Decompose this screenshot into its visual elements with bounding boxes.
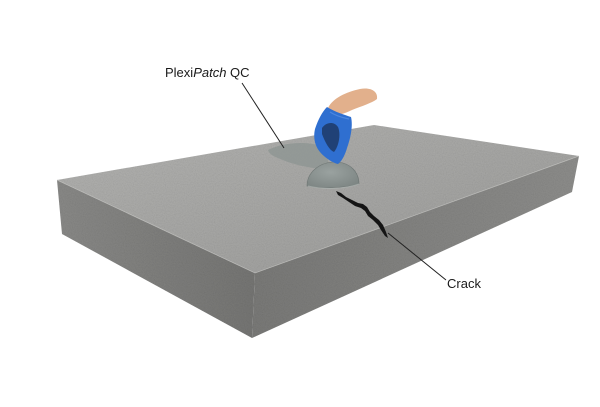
crack-leader-line (387, 232, 447, 281)
slab-top-face (57, 125, 579, 273)
crack (336, 191, 388, 238)
slab-left-face (57, 180, 255, 338)
crack-label: Crack (447, 277, 481, 290)
product-label-suffix: QC (226, 65, 250, 80)
crack-label-text: Crack (447, 276, 481, 291)
gloved-hand (314, 88, 378, 164)
concrete-slab (56, 125, 580, 338)
product-label: PlexiPatch QC (165, 66, 250, 79)
trowel-blade (306, 161, 360, 189)
trowel-handle (322, 122, 340, 152)
patch-spread (268, 142, 329, 169)
product-leader-line (241, 82, 285, 149)
slab-right-face (252, 156, 579, 338)
product-label-italic: Patch (193, 65, 227, 80)
product-label-prefix: Plexi (165, 65, 194, 80)
arm-skin (328, 88, 378, 116)
